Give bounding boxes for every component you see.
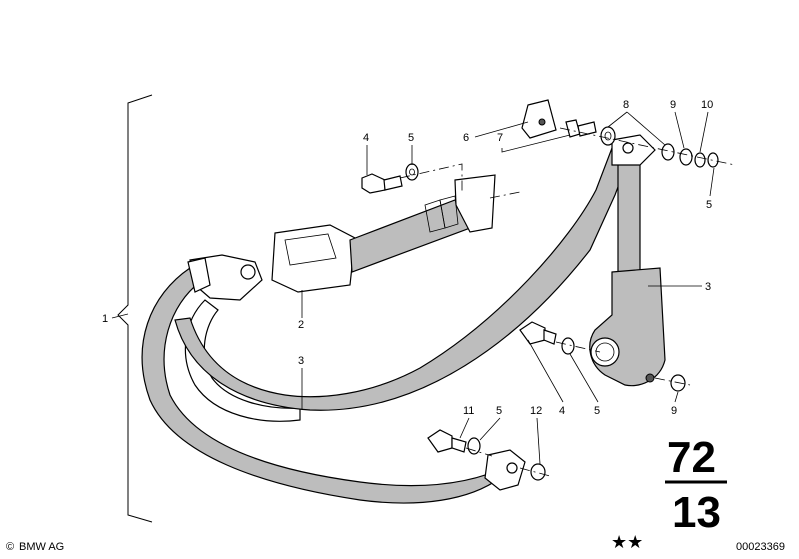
- callout-5-upper-left: 5: [408, 132, 414, 144]
- copyright-text: BMW AG: [19, 541, 64, 553]
- rating-stars: ★★: [611, 532, 643, 553]
- callout-5-lower: 5: [496, 405, 502, 417]
- callout-numbers: 1 2 3 3 4 4 5 5 5 5 6 7 8 9 9 10 11 12: [102, 99, 713, 417]
- callout-4-lower: 4: [559, 405, 565, 417]
- callout-7: 7: [497, 132, 503, 144]
- callout-3-retractor: 3: [705, 281, 711, 293]
- lower-anchor-hardware: [427, 429, 551, 481]
- callout-4-upper: 4: [363, 132, 369, 144]
- callout-5-upper-right: 5: [706, 199, 712, 211]
- callout-1: 1: [102, 313, 108, 325]
- retractor-housing: [589, 267, 666, 387]
- callout-2: 2: [298, 319, 304, 331]
- callout-3-shoulder-belt: 3: [298, 355, 304, 367]
- lap-anchor-plate: [187, 254, 263, 301]
- footer: © BMW AG ★★ 00023369: [6, 532, 785, 553]
- group-number-top: 72: [667, 433, 716, 482]
- callout-11: 11: [463, 405, 474, 417]
- callout-8: 8: [623, 99, 629, 111]
- callout-9-lower: 9: [671, 405, 677, 417]
- lap-belt-strap: [141, 267, 511, 504]
- buckle-assembly: [271, 174, 496, 293]
- buckle-anchor-hardware: [361, 163, 521, 199]
- upper-anchor-hardware: [521, 99, 736, 168]
- callout-10: 10: [701, 99, 713, 111]
- callout-9-upper: 9: [670, 99, 676, 111]
- leader-lines: [111, 111, 715, 465]
- callout-5-retractor: 5: [594, 405, 600, 417]
- group-number: 72 13: [665, 433, 727, 537]
- callout-12: 12: [530, 405, 542, 417]
- shoulder-belt-strap: [174, 147, 633, 411]
- lower-anchor-plate: [484, 449, 526, 491]
- retractor-mounting-hardware: [519, 321, 691, 392]
- retractor-webbing: [611, 134, 656, 283]
- diagram-id: 00023369: [736, 541, 785, 553]
- group-number-bottom: 13: [672, 488, 721, 537]
- copyright-symbol: ©: [6, 541, 14, 553]
- group-brace: [117, 94, 153, 523]
- callout-6: 6: [463, 132, 469, 144]
